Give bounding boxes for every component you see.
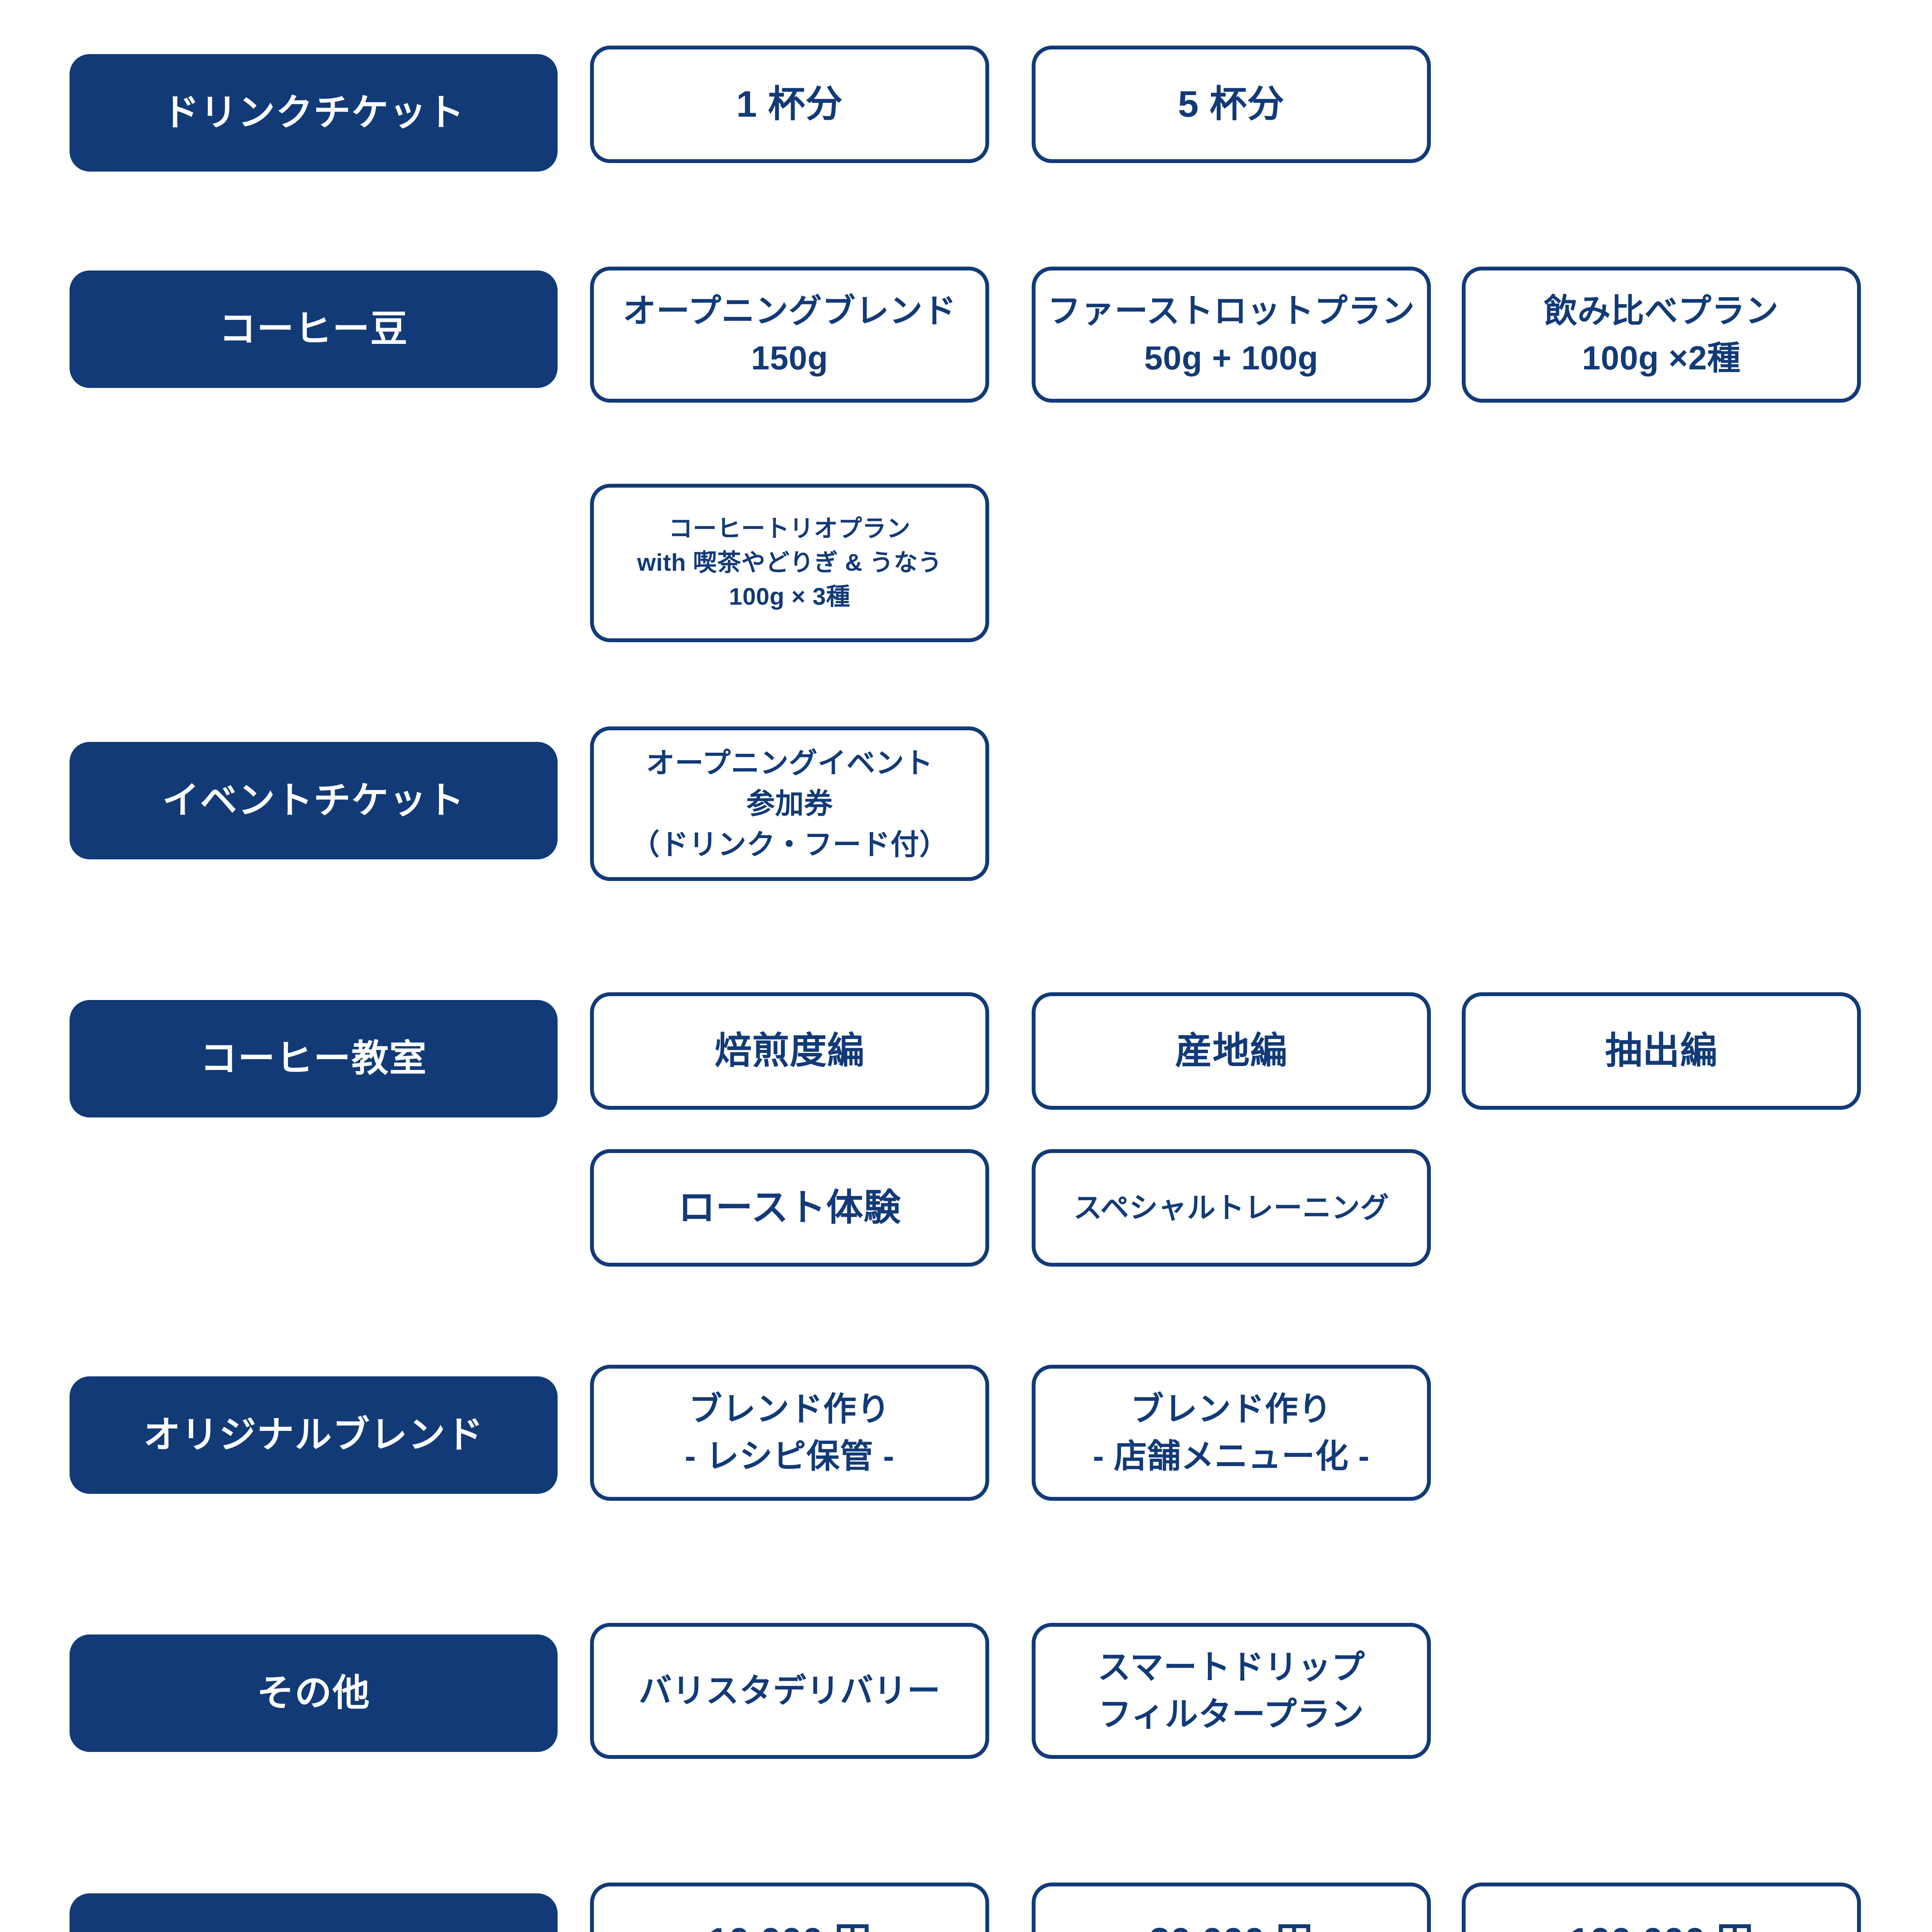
option-first-lot-plan[interactable]: ファーストロットプラン 50g + 100g bbox=[1032, 267, 1431, 403]
option-line: 飲み比べプラン bbox=[1544, 292, 1779, 330]
option-line: 抽出編 bbox=[1605, 1030, 1718, 1071]
option-line: 産地編 bbox=[1175, 1030, 1287, 1071]
option-line: - レシピ保管 - bbox=[685, 1438, 895, 1475]
option-line: 50g + 100g bbox=[1144, 340, 1318, 377]
option-drink-5cup[interactable]: 5 杯分 bbox=[1032, 46, 1431, 163]
row-label-text: ドリンクチケット bbox=[162, 92, 465, 133]
row-label-text: その他 bbox=[257, 1672, 371, 1714]
option-barista-delivery[interactable]: バリスタデリバリー bbox=[590, 1623, 989, 1759]
option-support-100000[interactable]: 100,000 円 bbox=[1462, 1883, 1861, 1932]
option-roast-experience[interactable]: ロースト体験 bbox=[590, 1149, 989, 1267]
option-line: ファーストロットプラン bbox=[1047, 292, 1415, 330]
row-label-others: その他 bbox=[70, 1634, 558, 1752]
option-line: オープニングイベント bbox=[646, 747, 933, 779]
option-line: 焙煎度編 bbox=[714, 1030, 865, 1071]
row-label-text: コーヒー豆 bbox=[219, 308, 408, 350]
option-drink-1cup[interactable]: 1 杯分 bbox=[590, 46, 989, 163]
option-class-brewing[interactable]: 抽出編 bbox=[1462, 992, 1861, 1110]
option-line: 5 杯分 bbox=[1178, 83, 1285, 125]
option-opening-blend[interactable]: オープニングブレンド 150g bbox=[590, 267, 989, 403]
option-line: 100,000 円 bbox=[1466, 1915, 1857, 1932]
row-label-goodwill-support: お気持ち支援 bbox=[70, 1893, 558, 1932]
row-label-coffee-beans: コーヒー豆 bbox=[70, 270, 558, 388]
option-support-10000[interactable]: 10,000 円 bbox=[590, 1883, 989, 1932]
option-line: フィルタープラン bbox=[1098, 1696, 1364, 1733]
option-line: バリスタデリバリー bbox=[638, 1672, 941, 1709]
option-tasting-compare-plan[interactable]: 飲み比べプラン 100g ×2種 bbox=[1462, 267, 1861, 403]
option-line: 参加券 bbox=[746, 787, 833, 820]
option-support-30000[interactable]: 30,000 円 bbox=[1032, 1883, 1431, 1932]
option-line: （ドリンク・フード付） bbox=[631, 828, 948, 861]
option-blend-recipe-keep[interactable]: ブレンド作り - レシピ保管 - bbox=[590, 1365, 989, 1501]
row-label-text: コーヒー教室 bbox=[200, 1037, 427, 1079]
option-class-origin[interactable]: 産地編 bbox=[1032, 992, 1431, 1110]
option-line: スマートドリップ bbox=[1097, 1648, 1365, 1686]
row-label-text: お気持ち支援 bbox=[70, 1926, 558, 1932]
option-line: スペシャルトレーニング bbox=[1073, 1192, 1389, 1224]
row-label-coffee-class: コーヒー教室 bbox=[70, 1000, 558, 1117]
option-class-roast-level[interactable]: 焙煎度編 bbox=[590, 992, 989, 1110]
option-coffee-trio-plan[interactable]: コーヒートリオプラン with 喫茶やどりぎ & うなう 100g × 3種 bbox=[590, 484, 989, 642]
option-line: オープニングブレンド bbox=[622, 292, 957, 330]
option-special-training[interactable]: スペシャルトレーニング bbox=[1032, 1149, 1431, 1267]
option-line: 150g bbox=[751, 340, 828, 377]
option-line: - 店舗メニュー化 - bbox=[1093, 1438, 1370, 1475]
option-line: ブレンド作り bbox=[689, 1390, 891, 1428]
option-line: ロースト体験 bbox=[678, 1187, 901, 1228]
row-label-original-blend: オリジナルブレンド bbox=[70, 1376, 558, 1494]
option-line: 1 杯分 bbox=[736, 83, 843, 125]
option-line: 30,000 円 bbox=[1036, 1915, 1427, 1932]
row-label-text: オリジナルブレンド bbox=[143, 1414, 484, 1456]
option-line: 10,000 円 bbox=[594, 1915, 985, 1932]
option-line: 100g ×2種 bbox=[1582, 340, 1741, 377]
option-line: コーヒートリオプラン bbox=[668, 515, 911, 542]
option-line: 100g × 3種 bbox=[729, 583, 850, 611]
option-line: with 喫茶やどりぎ & うなう bbox=[637, 549, 942, 576]
option-blend-shop-menu[interactable]: ブレンド作り - 店舗メニュー化 - bbox=[1032, 1365, 1431, 1501]
row-label-text: イベントチケット bbox=[162, 779, 465, 821]
row-label-drink-ticket: ドリンクチケット bbox=[70, 54, 558, 172]
option-line: ブレンド作り bbox=[1130, 1390, 1332, 1428]
option-opening-event-ticket[interactable]: オープニングイベント 参加券 （ドリンク・フード付） bbox=[590, 726, 989, 881]
row-label-event-ticket: イベントチケット bbox=[70, 742, 558, 859]
option-smart-drip-filter-plan[interactable]: スマートドリップ フィルタープラン bbox=[1032, 1623, 1431, 1759]
